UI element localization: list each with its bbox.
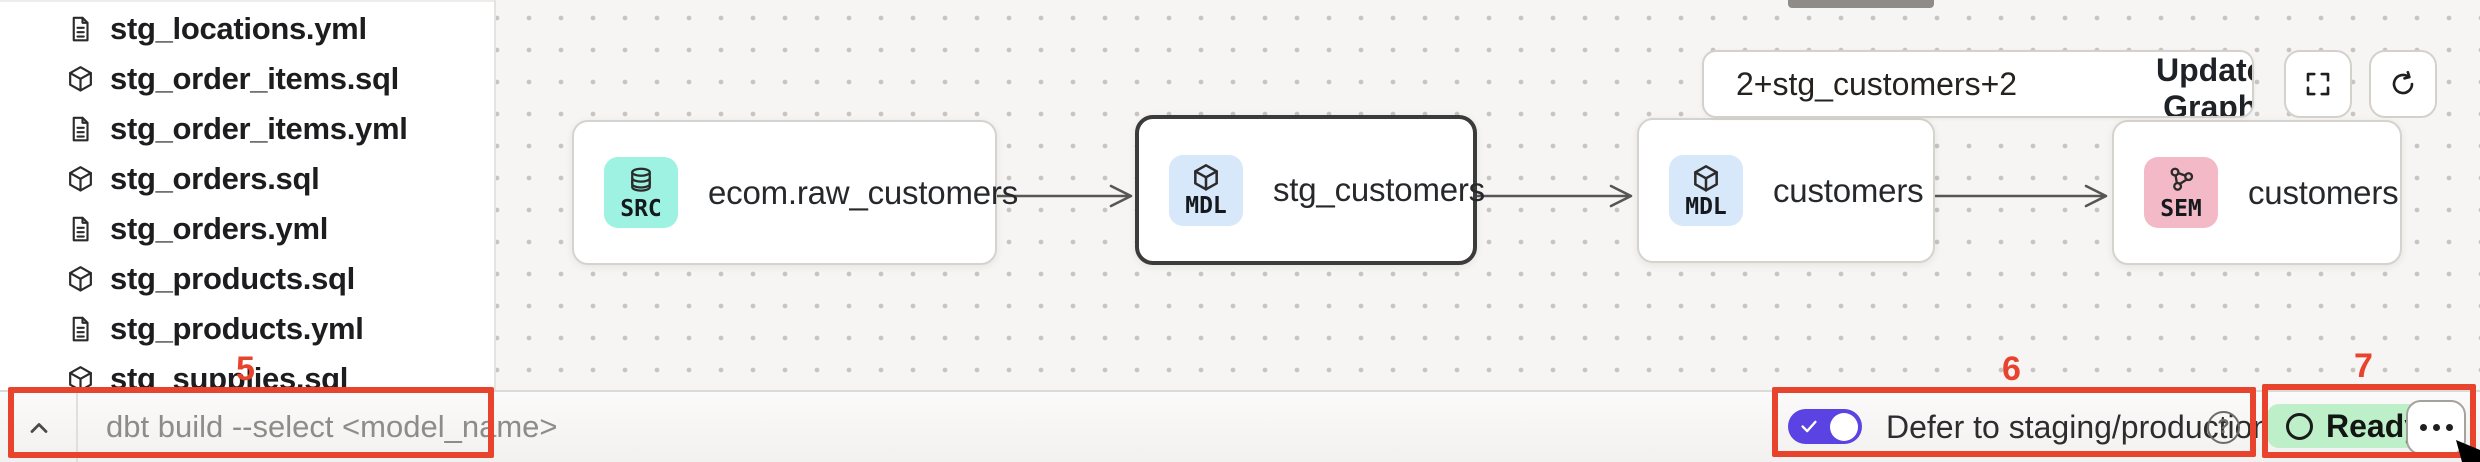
cube-icon bbox=[1190, 162, 1222, 194]
refresh-button[interactable] bbox=[2369, 50, 2437, 118]
defer-label: Defer to staging/production bbox=[1886, 408, 2271, 445]
file-item-stg-order-items-yml[interactable]: stg_order_items.yml bbox=[0, 104, 494, 154]
lineage-node-customers-semantic[interactable]: SEM customers bbox=[2112, 120, 2402, 265]
node-label: customers bbox=[1773, 171, 1924, 209]
file-tree-sidebar: stg_locations.yml stg_order_items.sql st… bbox=[0, 0, 494, 396]
node-label: ecom.raw_customers bbox=[708, 173, 1018, 211]
fullscreen-icon bbox=[2303, 69, 2333, 99]
file-name: stg_products.sql bbox=[110, 261, 355, 296]
command-bar-divider bbox=[76, 392, 78, 462]
document-icon bbox=[64, 13, 96, 45]
cube-icon bbox=[1690, 163, 1722, 195]
defer-toggle[interactable] bbox=[1788, 409, 1862, 444]
badge-code: SRC bbox=[620, 195, 662, 222]
badge-code: SEM bbox=[2160, 195, 2202, 222]
ellipsis-icon bbox=[2419, 424, 2427, 431]
refresh-icon bbox=[2388, 69, 2418, 99]
node-label: stg_customers bbox=[1273, 171, 1485, 208]
status-circle-icon bbox=[2286, 412, 2313, 440]
file-item-stg-products-sql[interactable]: stg_products.sql bbox=[0, 254, 494, 304]
badge-code: MDL bbox=[1185, 193, 1227, 219]
document-icon bbox=[64, 313, 96, 345]
cube-icon bbox=[64, 163, 96, 195]
check-icon bbox=[1796, 413, 1822, 439]
chevron-up-icon[interactable] bbox=[18, 406, 60, 450]
source-badge: SRC bbox=[604, 157, 678, 228]
document-icon bbox=[64, 113, 96, 145]
document-icon bbox=[64, 213, 96, 245]
semantic-graph-icon bbox=[2165, 165, 2197, 197]
file-name: stg_orders.sql bbox=[110, 161, 320, 196]
node-label: customers bbox=[2248, 173, 2399, 211]
model-badge: MDL bbox=[1169, 154, 1243, 226]
file-item-stg-orders-yml[interactable]: stg_orders.yml bbox=[0, 204, 494, 254]
lineage-node-stg-customers[interactable]: MDL stg_customers bbox=[1135, 115, 1485, 265]
command-bar: Defer to staging/production ? Ready bbox=[0, 390, 2480, 462]
database-icon bbox=[625, 165, 657, 197]
dbt-command-input[interactable] bbox=[78, 392, 918, 462]
file-item-stg-orders-sql[interactable]: stg_orders.sql bbox=[0, 154, 494, 204]
lineage-canvas[interactable]: SRC ecom.raw_customers MDL stg_customers… bbox=[494, 0, 2480, 390]
cube-icon bbox=[64, 263, 96, 295]
lineage-node-source-raw-customers[interactable]: SRC ecom.raw_customers bbox=[572, 120, 1018, 265]
file-item-stg-products-yml[interactable]: stg_products.yml bbox=[0, 304, 494, 354]
graph-selector-control: Update Graph bbox=[1702, 50, 2254, 118]
cube-icon bbox=[64, 63, 96, 95]
help-question-icon[interactable]: ? bbox=[2207, 411, 2240, 444]
badge-code: MDL bbox=[1685, 193, 1727, 220]
file-item-stg-order-items-sql[interactable]: stg_order_items.sql bbox=[0, 54, 494, 104]
horizontal-scrollbar-thumb[interactable] bbox=[1788, 0, 1934, 8]
model-badge: MDL bbox=[1669, 155, 1743, 226]
fullscreen-button[interactable] bbox=[2284, 50, 2352, 118]
file-name: stg_products.yml bbox=[110, 311, 364, 346]
file-item-stg-locations-yml[interactable]: stg_locations.yml bbox=[0, 4, 494, 54]
graph-selector-input[interactable] bbox=[1704, 52, 2156, 116]
semantic-badge: SEM bbox=[2144, 157, 2218, 228]
file-name: stg_orders.yml bbox=[110, 211, 329, 246]
toggle-knob bbox=[1830, 412, 1858, 441]
lineage-node-customers-model[interactable]: MDL customers bbox=[1637, 118, 1935, 263]
file-name: stg_locations.yml bbox=[110, 11, 367, 46]
file-name: stg_order_items.yml bbox=[110, 111, 408, 146]
more-options-button[interactable] bbox=[2406, 400, 2466, 455]
update-graph-button[interactable]: Update Graph bbox=[2156, 52, 2252, 116]
file-list: stg_locations.yml stg_order_items.sql st… bbox=[0, 2, 494, 404]
file-name: stg_order_items.sql bbox=[110, 61, 399, 96]
